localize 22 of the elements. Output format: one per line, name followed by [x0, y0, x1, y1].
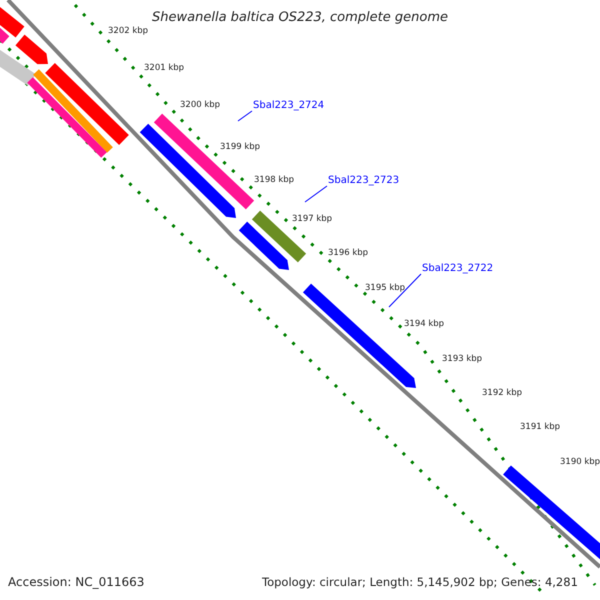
title: Shewanella baltica OS223, complete genome	[152, 11, 448, 24]
gene-label: Sbal223_2723	[328, 176, 400, 186]
tick-label: 3202 kbp	[108, 27, 148, 36]
tick-label: 3197 kbp	[292, 215, 332, 224]
leader-line	[304, 186, 328, 202]
tick-label: 3191 kbp	[520, 423, 560, 432]
footer-text: Topology: circular; Length: 5,145,902 bp; Genes: 4,281	[262, 577, 578, 588]
tick-label: 3196 kbp	[328, 249, 368, 258]
tick-label: 3190 kbp	[560, 458, 600, 466]
leader-line	[238, 110, 252, 122]
tick-label: 3199 kbp	[220, 143, 260, 152]
tick-label: 3198 kbp	[254, 176, 294, 184]
footer-text: Accession: NC_011663	[8, 576, 144, 588]
tick-label: 3200 kbp	[180, 101, 220, 110]
tick-label: 3195 kbp	[365, 284, 406, 292]
gene-label: Sbal223_2724	[253, 101, 324, 111]
leader-line	[388, 274, 422, 308]
tick-label: 3192 kbp	[482, 389, 522, 398]
tick-label: 3193 kbp	[442, 355, 482, 364]
tick-label: 3194 kbp	[404, 320, 444, 328]
tick-label: 3201 kbp	[144, 64, 184, 72]
gene-label: Sbal223_2722	[422, 264, 494, 274]
